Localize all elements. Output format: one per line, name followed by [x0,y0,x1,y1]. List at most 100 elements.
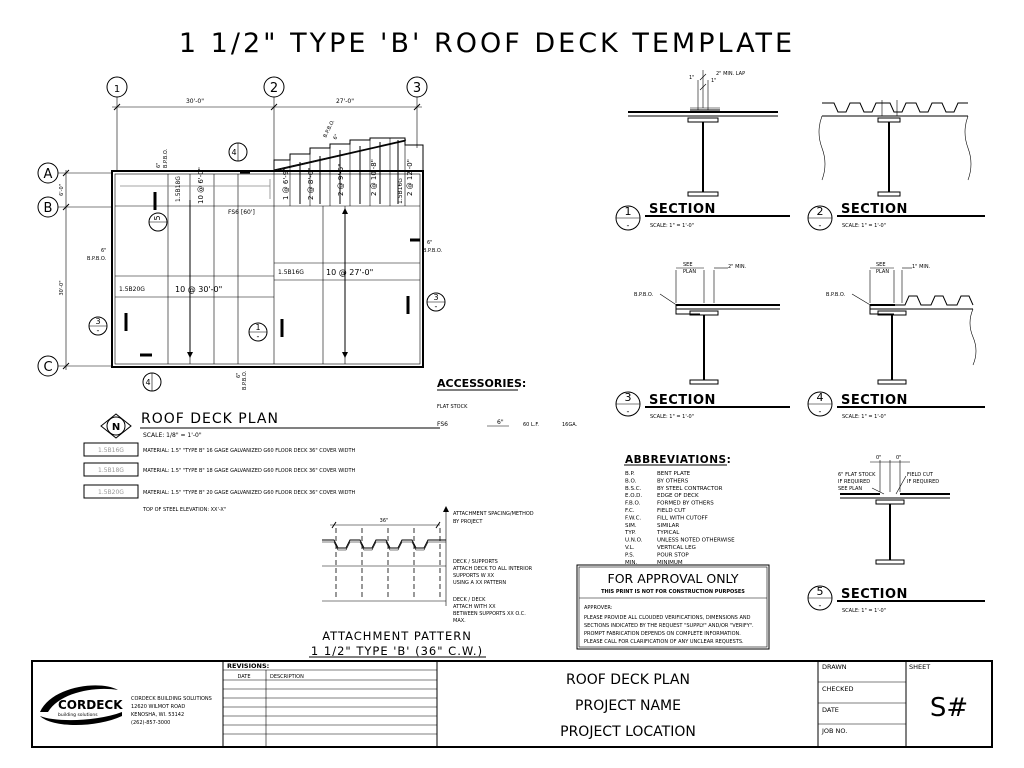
svg-text:4: 4 [817,391,824,404]
cordeck-logo: CORDECK building solutions [40,685,123,725]
svg-text:5: 5 [153,215,162,220]
grid-bubble-c: C [37,355,59,377]
material-text-16g: MATERIAL: 1.5" "TYPE B" 16 GAGE GALVANIZ… [143,448,356,454]
six-in-note-right: 6" [427,240,432,246]
rev-desc-header: DESCRIPTION [270,674,304,680]
s3-see: SEE [683,262,693,268]
s3-plan: PLAN [683,269,696,275]
svg-text:C: C [43,360,52,375]
abbreviation-key: B.S.C. [625,486,642,492]
accessories-table: ACCESSORIES: FLAT STOCK FS6 6" 60 L.F. 1… [437,377,578,428]
company-line-1: CORDECK BUILDING SOLUTIONS [131,696,212,702]
abbreviation-value: TYPICAL [656,530,680,536]
s1-dim-right: 1" [711,78,716,84]
attach-note-2-line-1: DECK / SUPPORTS [453,559,498,565]
north-arrow-icon: N [100,413,132,439]
section-1-bubble: - 1 [615,205,641,231]
abbreviation-key: MIN. [625,560,637,566]
svg-text:1: 1 [255,323,260,332]
bpbo-note-bottom: B.P.B.O. [242,370,248,390]
field-drawn: DRAWN [822,663,847,671]
svg-text:B: B [44,201,53,216]
attach-note-3-line-3: BETWEEN SUPPORTS XX O.C. [453,611,526,617]
attachment-subtitle: 1 1/2" TYPE 'B' (36" C.W.) [311,644,483,658]
step-label-2: 2 @ 8'-0" [307,168,315,200]
abbreviation-value: BY STEEL CONTRACTOR [657,486,723,492]
section-2-scale: SCALE: 1" = 1'-0" [842,223,886,229]
plan-scale: SCALE: 1/8" = 1'-0" [143,432,202,439]
six-in-note-left: 6" [101,248,106,254]
s5-zero-right: 0" [896,455,901,461]
abbreviation-key: F.C. [625,508,635,514]
roof-deck-plan: 1 2 3 A B C [37,76,446,439]
step-label-5: 2 @ 12'-0" [406,159,414,196]
abbreviation-key: B.P. [625,471,635,477]
abbreviation-key: F.W.C. [625,515,641,521]
attach-note-1-line-2: BY PROJECT [453,519,483,525]
abbreviations-title: ABBREVIATIONS: [625,454,731,466]
deck-label-1-5b16g: 1.5B16G [278,269,304,276]
s5-left-1: 6" FLAT STOCK [838,472,876,478]
abbreviation-key: B.O. [625,478,637,484]
section-5-bubble: 5 - [807,585,833,611]
accessory-length: 60 L.F. [523,422,539,428]
section-3-title: SECTION [649,393,716,408]
s5-left-3: SEE PLAN [838,486,862,492]
abbreviation-key: TYP. [624,530,636,536]
svg-text:5: 5 [817,585,824,598]
abbreviation-value: POUR STOP [657,552,689,558]
section-1-detail: 2" MIN. LAP 1" 1" - 1 SECTION SCALE: 1" … [615,70,790,231]
s4-1in: 1" MIN. [912,264,931,270]
abbreviation-key: E.O.D. [625,493,642,499]
attach-note-3-line-2: ATTACH WITH XX [453,604,496,610]
step-label-1: 1 @ 6'-9" [282,168,290,200]
svg-text:-: - [627,407,630,416]
approval-line-4: PLEASE CALL FOR CLARIFICATION OF ANY UNC… [584,639,744,645]
svg-text:-: - [435,302,438,311]
logo-subtitle: building solutions [58,712,98,718]
s5-zero-left: 0" [876,455,881,461]
accessories-subtitle: FLAT STOCK [437,404,468,410]
grid-bubble-3: 3 [406,76,428,98]
approval-line-1: PLEASE PROVIDE ALL CLOUDED VERIFICATIONS… [584,615,751,621]
abbreviation-key: F.B.O. [625,501,641,507]
section-4-bubble: 4 - [807,391,833,417]
bpbo-note-left: B.P.B.O. [87,256,107,262]
abbreviation-value: FIELD CUT [657,508,686,514]
approval-title: FOR APPROVAL ONLY [608,571,739,586]
s3-bpbo: B.P.B.O. [634,292,654,298]
svg-text:4: 4 [145,378,150,387]
accessories-title: ACCESSORIES: [437,377,526,390]
attach-note-2-line-3: SUPPORTS W XX [453,573,495,579]
svg-text:3: 3 [433,293,438,302]
section-4-detail: SEE PLAN 1" MIN. B.P.B.O. 4 - SECTION SC… [807,262,985,420]
attach-note-1-line-1: ATTACHMENT SPACING/METHOD [453,511,534,517]
attach-note-3-line-4: MAX. [453,618,466,624]
abbreviation-key: V.L. [625,545,635,551]
svg-text:1: 1 [625,205,632,218]
dim-27ft: 27'-0" [336,98,354,105]
field-date: DATE [822,706,839,714]
section-2-title: SECTION [841,202,908,217]
deck-label-1-5b20g: 1.5B20G [119,286,145,293]
revisions-label: REVISIONS: [227,662,269,670]
rev-date-header: DATE [237,674,250,680]
section-3-bubble: 3 - [615,391,641,417]
section-3-scale: SCALE: 1" = 1'-0" [650,414,694,420]
step-label-3: 2 @ 9'-5" [337,164,345,196]
s5-right-2: IF REQUIRED [907,479,939,485]
section-4-title: SECTION [841,393,908,408]
svg-text:-: - [257,332,260,341]
attach-note-2-line-4: USING A XX PATTERN [453,580,506,586]
fs6-label: FS6 [60'] [228,209,255,216]
s1-dim-left: 1" [689,75,694,81]
approver-label: APPROVER: [584,605,613,611]
accessory-gauge: 16GA. [562,422,578,428]
company-line-2: 12620 WILMOT ROAD [131,704,185,710]
abbreviation-key: U.N.O. [625,538,643,544]
deck-label-1-5b16g-step: 1.5B16G [397,178,404,204]
deck-label-1-5b18g: 1.5B18G [175,176,182,202]
approval-line-3: PROMPT FABRICATION DEPENDS ON COMPLETE I… [584,631,741,637]
s1-min-lap: 2" MIN. LAP [716,71,745,77]
section-3-detail: SEE PLAN 2" MIN. B.P.B.O. 3 - SECTION SC… [615,262,790,420]
